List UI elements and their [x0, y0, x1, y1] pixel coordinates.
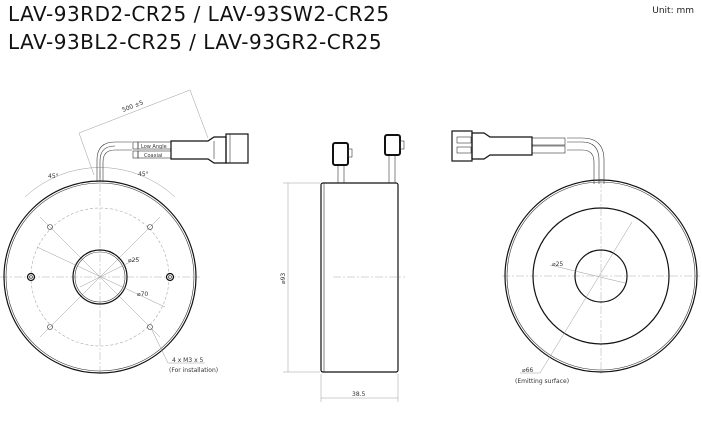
model-title-line-2: LAV-93BL2-CR25 / LAV-93GR2-CR25 — [8, 30, 383, 54]
emitting-note: (Emitting surface) — [515, 378, 569, 385]
side-diameter-label: ⌀93 — [280, 273, 287, 284]
angle-left-label: 45° — [48, 173, 59, 180]
back-inner-diameter-label: ⌀25 — [552, 261, 563, 268]
emitting-diameter-label: ⌀66 — [522, 367, 533, 374]
connector-left — [332, 142, 353, 183]
bolt-circle-label: ⌀70 — [137, 291, 148, 298]
mount-note-sub: (For installation) — [169, 367, 218, 374]
side-view: ⌀93 38.5 — [280, 134, 405, 402]
cable-label-low-angle: Low Angle — [141, 144, 167, 150]
inner-diameter-label: ⌀25 — [128, 257, 139, 264]
depth-label: 38.5 — [352, 391, 366, 398]
mount-holes — [26, 224, 175, 330]
back-view: ⌀25 ⌀66 (Emitting surface) — [451, 130, 700, 385]
unit-label: Unit: mm — [652, 6, 694, 16]
cable: Low Angle Coaxial — [96, 133, 249, 182]
cable-length-label: 500 ±5 — [121, 99, 144, 114]
cable-label-coaxial: Coaxial — [144, 153, 162, 159]
mount-note: 4 x M3 x 5 — [172, 357, 204, 364]
front-view: 45° 45° ⌀25 ⌀70 4 x M3 x 5 (For installa… — [0, 89, 249, 375]
back-cable — [451, 130, 605, 184]
model-title-line-1: LAV-93RD2-CR25 / LAV-93SW2-CR25 — [8, 2, 390, 26]
connector-right — [384, 134, 405, 183]
angle-right-label: 45° — [138, 171, 149, 178]
